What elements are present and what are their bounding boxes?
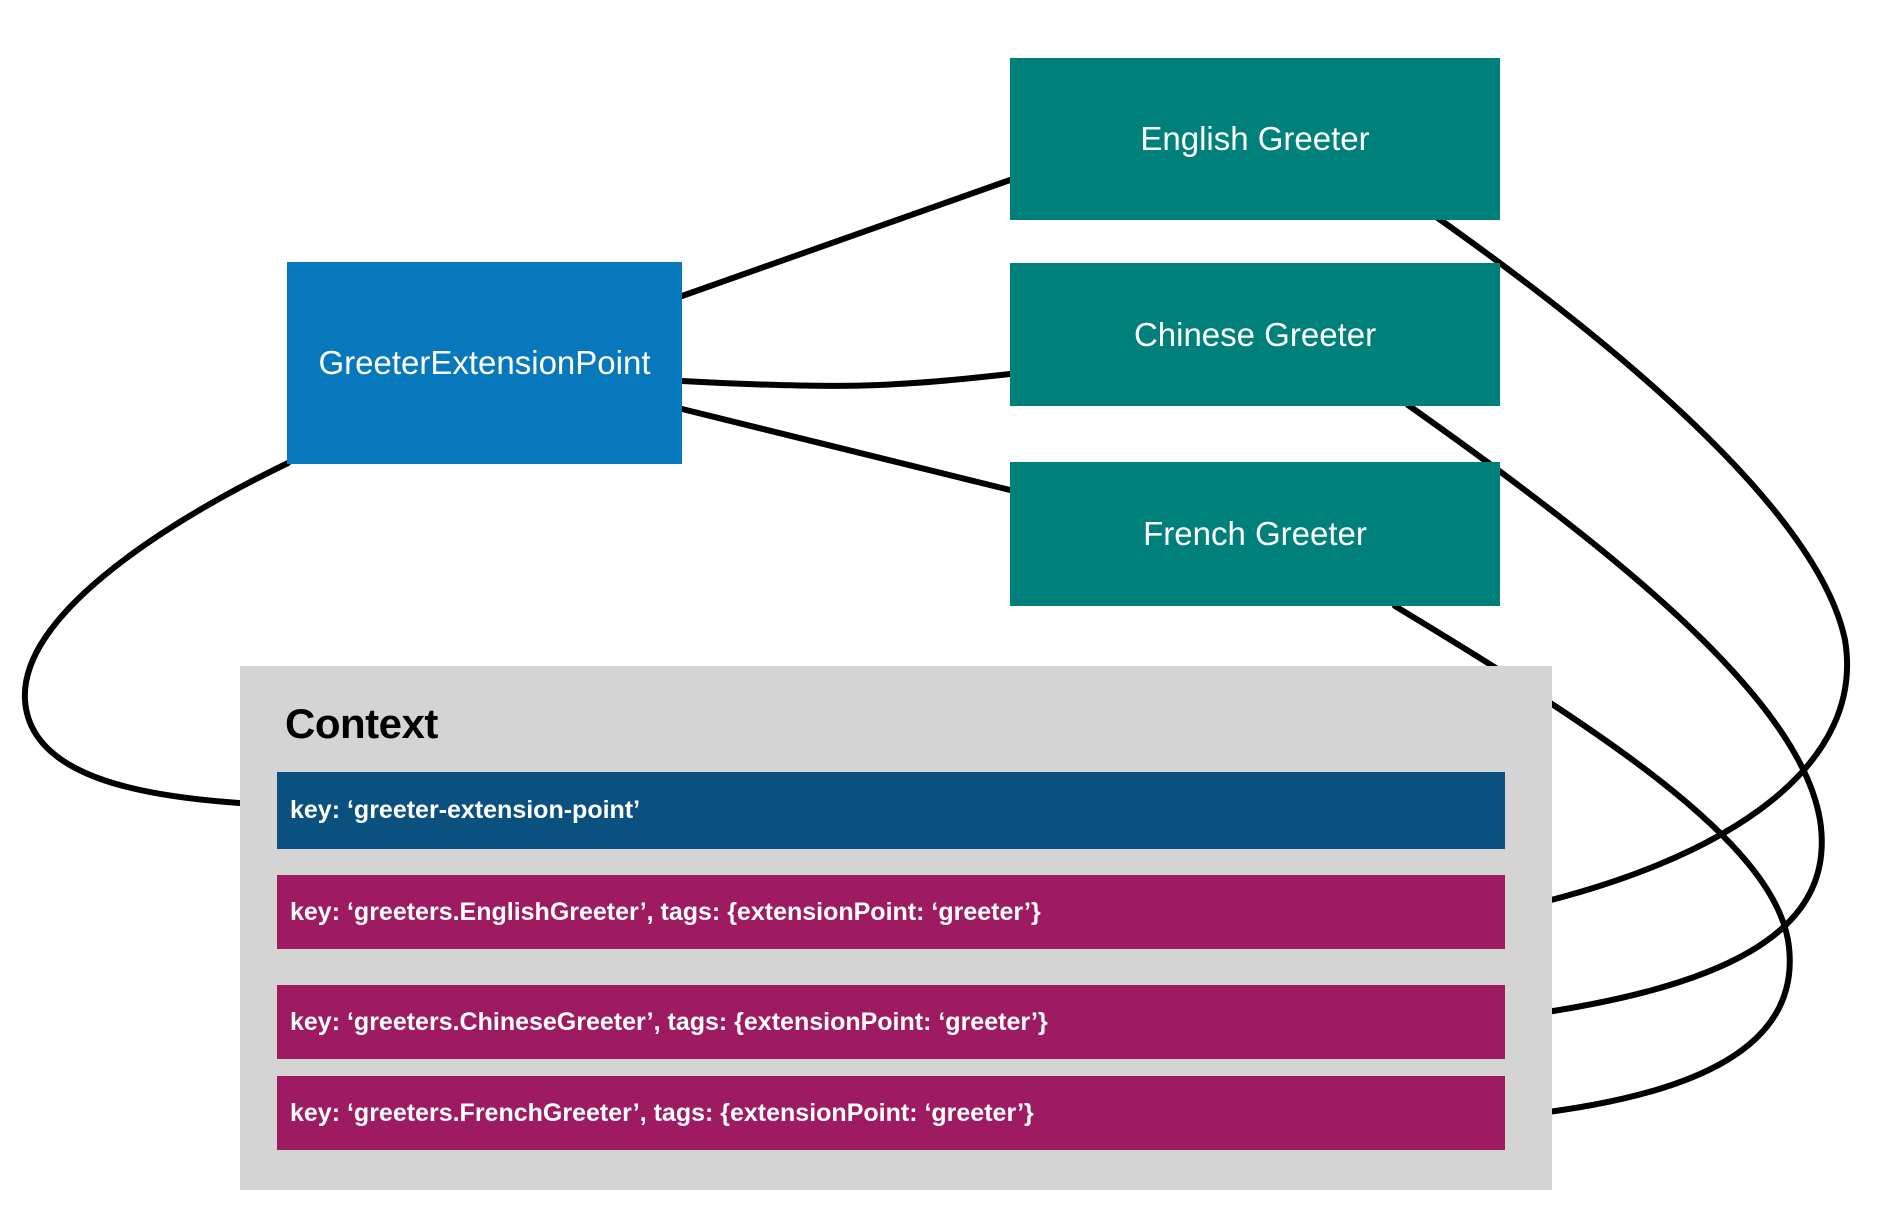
context-panel-title: Context: [285, 700, 438, 747]
edge-ep-to-english: [679, 177, 1013, 299]
context-panel: Context key: ‘greeter-extension-point’ k…: [240, 666, 1552, 1190]
context-entry-text: key: ‘greeter-extension-point’: [290, 796, 641, 824]
context-entry-greeter-extension-point[interactable]: key: ‘greeter-extension-point’: [277, 772, 1505, 849]
edge-ep-to-french: [679, 406, 1013, 493]
node-english-greeter[interactable]: English Greeter: [1010, 58, 1500, 220]
context-entry-french-greeter[interactable]: key: ‘greeters.FrenchGreeter’, tags: {ex…: [277, 1076, 1505, 1150]
context-entry-text: key: ‘greeters.ChineseGreeter’, tags: {e…: [290, 1007, 1048, 1036]
context-entry-chinese-greeter[interactable]: key: ‘greeters.ChineseGreeter’, tags: {e…: [277, 985, 1505, 1059]
edge-ep-to-chinese: [679, 371, 1013, 389]
node-chinese-greeter[interactable]: Chinese Greeter: [1010, 263, 1500, 406]
node-label: GreeterExtensionPoint: [318, 344, 651, 381]
node-greeter-extension-point[interactable]: GreeterExtensionPoint: [287, 262, 682, 464]
node-label: English Greeter: [1140, 120, 1370, 157]
context-entry-english-greeter[interactable]: key: ‘greeters.EnglishGreeter’, tags: {e…: [277, 875, 1505, 949]
node-label: Chinese Greeter: [1133, 315, 1377, 353]
node-french-greeter[interactable]: French Greeter: [1010, 462, 1500, 606]
context-entry-text: key: ‘greeters.FrenchGreeter’, tags: {ex…: [290, 1098, 1034, 1127]
context-entry-text: key: ‘greeters.EnglishGreeter’, tags: {e…: [290, 897, 1041, 926]
node-label: French Greeter: [1143, 515, 1367, 552]
